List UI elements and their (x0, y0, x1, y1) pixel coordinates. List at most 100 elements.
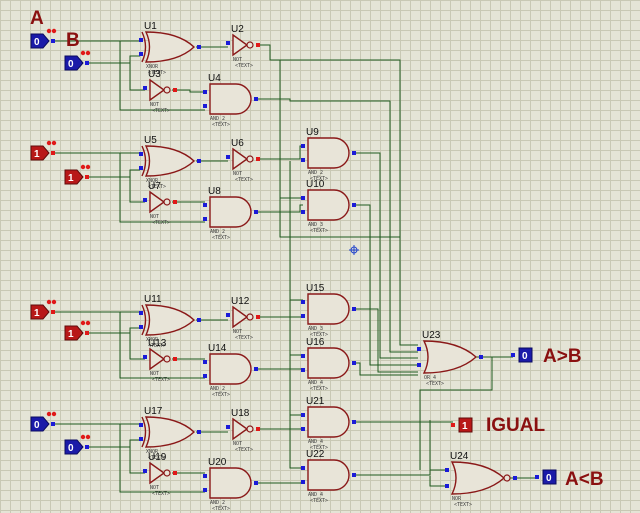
logic-output-2: 1 (458, 417, 473, 433)
input-probe-body (64, 325, 84, 341)
probe-toggle-icon[interactable] (51, 411, 57, 417)
pin-marker (301, 480, 305, 484)
pin-marker (301, 158, 305, 162)
probe-toggle-icon[interactable] (51, 299, 57, 305)
probe-toggle-icon[interactable] (46, 140, 52, 146)
probe-toggle-icon[interactable] (80, 434, 86, 440)
logic-input-3[interactable]: 1 (30, 140, 57, 161)
pin-marker (139, 38, 143, 42)
probe-toggle-icon[interactable] (80, 164, 86, 170)
probe-toggle-icon[interactable] (80, 320, 86, 326)
gate-text-placeholder: <TEXT> (152, 108, 170, 114)
logic-input-6[interactable]: 1 (64, 320, 91, 341)
probe-toggle-icon[interactable] (46, 299, 52, 305)
pin-marker (139, 437, 143, 441)
pin-marker (85, 331, 89, 335)
pin-marker (254, 481, 258, 485)
gate-ref-label: U7 (148, 181, 161, 192)
probe-toggle-icon[interactable] (46, 411, 52, 417)
not-gate-body (232, 33, 249, 57)
logic-input-5[interactable]: 1 (30, 299, 57, 320)
xnor-gate-body (144, 31, 196, 63)
nor-gate-body (450, 461, 506, 495)
and-gate-body (209, 353, 252, 385)
pin-marker (226, 155, 230, 159)
probe-toggle-icon[interactable] (80, 50, 86, 56)
input-probe-body (30, 416, 50, 432)
gate-type-label: OR_4 (424, 375, 436, 381)
wire (256, 98, 418, 353)
input-a-label: A (30, 8, 44, 29)
gate-type-label: AND_3 (308, 326, 323, 332)
pin-marker (256, 43, 260, 47)
probe-toggle-icon[interactable] (85, 434, 91, 440)
logic-input-2[interactable]: 0 (64, 50, 91, 71)
logic-input-7[interactable]: 0 (30, 411, 57, 432)
logic-output-1: 0 (518, 347, 533, 363)
wire (354, 308, 418, 373)
pin-marker (203, 203, 207, 207)
probe-toggle-icon[interactable] (85, 164, 91, 170)
probe-toggle-icon[interactable] (85, 320, 91, 326)
inversion-bubble (163, 86, 171, 94)
input-probe-value: 1 (68, 173, 74, 184)
gate-text-placeholder: <TEXT> (235, 63, 253, 69)
gate-type-label: AND_2 (210, 386, 225, 392)
gate-text-placeholder: <TEXT> (152, 220, 170, 226)
not-gate-body (232, 305, 249, 329)
pin-marker (143, 355, 147, 359)
gate-text-placeholder: <TEXT> (148, 343, 166, 349)
pin-marker (139, 152, 143, 156)
inversion-bubble (163, 355, 171, 363)
pin-marker (256, 157, 260, 161)
probe-toggle-icon[interactable] (85, 50, 91, 56)
probe-toggle-icon[interactable] (51, 140, 57, 146)
pin-marker (352, 420, 356, 424)
gate-text-placeholder: <TEXT> (310, 228, 328, 234)
logic-input-4[interactable]: 1 (64, 164, 91, 185)
pin-marker (352, 473, 356, 477)
inversion-bubble (246, 41, 254, 49)
pin-marker (203, 488, 207, 492)
wire (87, 327, 140, 334)
labels: A B A>B IGUAL A<B (30, 8, 604, 490)
gate-ref-label: U16 (306, 337, 325, 348)
pin-marker (535, 475, 539, 479)
logic-input-8[interactable]: 0 (64, 434, 91, 455)
logic-input-1[interactable]: 0 (30, 28, 57, 49)
probe-toggle-icon[interactable] (46, 28, 52, 34)
pin-marker (51, 39, 55, 43)
probe-toggle-icon[interactable] (51, 28, 57, 34)
wire (87, 55, 140, 64)
wires (53, 40, 537, 493)
gate-type-label: XNOR (146, 178, 159, 184)
xnor-back-curve (141, 145, 147, 177)
pin-marker (352, 307, 356, 311)
pin-marker (139, 325, 143, 329)
pin-marker (203, 90, 207, 94)
